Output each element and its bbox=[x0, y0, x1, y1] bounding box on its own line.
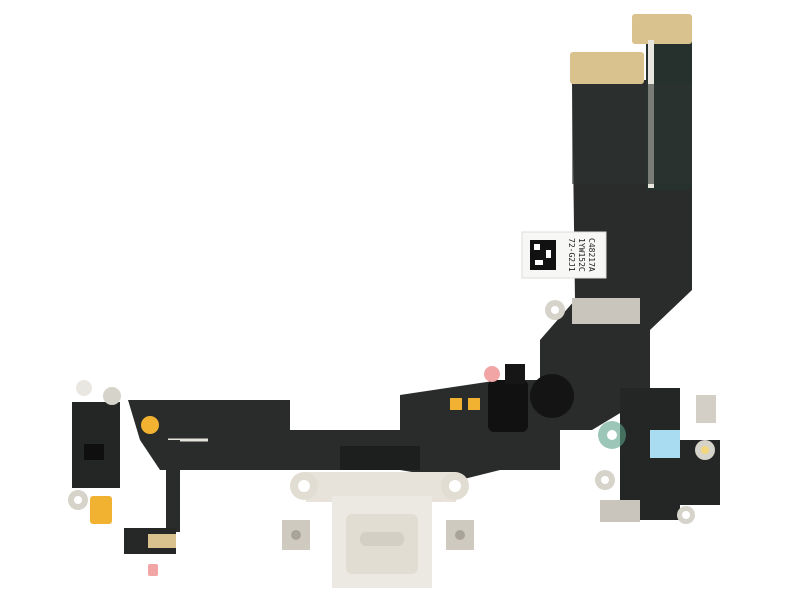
label-line-1: C48217A bbox=[587, 238, 596, 272]
charging-port-connector bbox=[282, 446, 474, 588]
main-vertical-flex bbox=[540, 52, 692, 430]
label-line-2: 1YW152C bbox=[577, 238, 586, 272]
yellow-pad-2 bbox=[468, 398, 480, 410]
blue-tape bbox=[650, 430, 680, 458]
gold-contact-strip-top bbox=[632, 14, 692, 44]
barcode-label: C48217A 1YW152C 72-G2J1 bbox=[521, 231, 607, 279]
yellow-pad-left bbox=[141, 416, 159, 434]
yellow-pad-1 bbox=[450, 398, 462, 410]
lower-left-flex bbox=[124, 440, 180, 576]
horizontal-flex bbox=[128, 380, 560, 480]
microphone-module bbox=[484, 364, 574, 432]
pink-foam-pad bbox=[484, 366, 500, 382]
metal-bracket-upper bbox=[545, 298, 640, 324]
right-antenna-module bbox=[595, 388, 720, 524]
left-antenna-module bbox=[68, 380, 121, 524]
gold-contact-strip bbox=[570, 52, 644, 84]
label-line-3: 72-G2J1 bbox=[567, 238, 576, 272]
